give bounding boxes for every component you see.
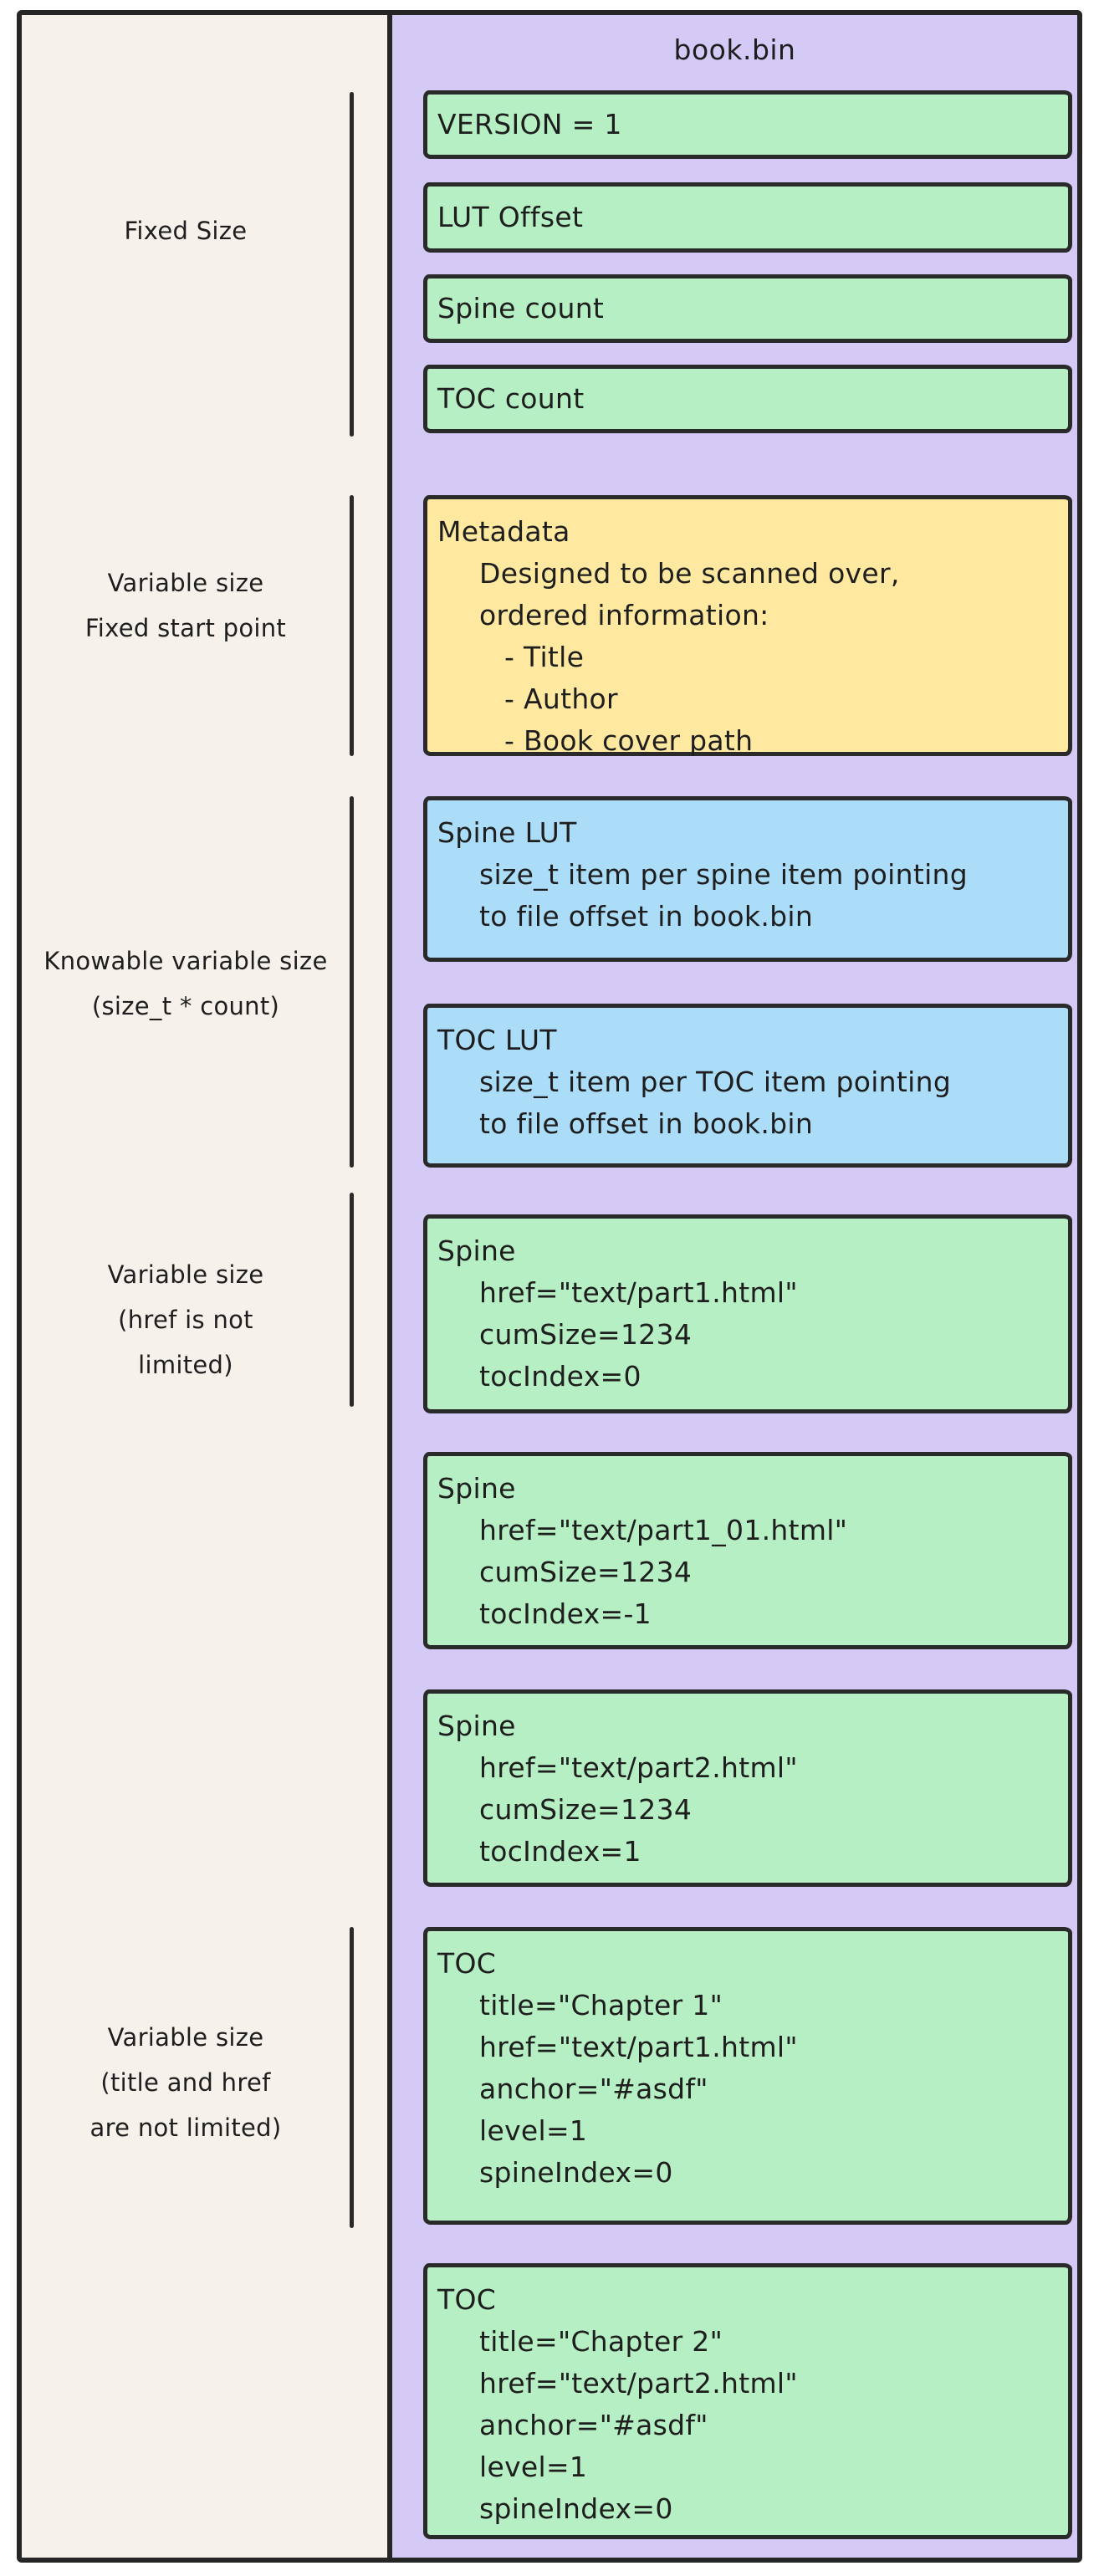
block-line: Spine [437, 1234, 516, 1267]
bracket-line-variable-size-href [350, 1193, 354, 1407]
block-line: Designed to be scanned over, [479, 557, 900, 590]
block-line: VERSION = 1 [437, 108, 622, 141]
block-line: to file offset in book.bin [479, 1107, 814, 1140]
block-line: to file offset in book.bin [479, 900, 814, 933]
block-spine-count: Spine count [423, 274, 1072, 343]
block-line: tocIndex=0 [479, 1360, 641, 1393]
block-line: size_t item per TOC item pointing [479, 1066, 952, 1098]
block-toc-2: TOC title="Chapter 2" href="text/part2.htm… [423, 2263, 1072, 2539]
block-version: VERSION = 1 [423, 90, 1072, 159]
block-line: LUT Offset [437, 201, 584, 233]
block-line: Spine [437, 1472, 516, 1505]
annotation-line: limited) [138, 1351, 233, 1379]
annotation-line: (href is not [118, 1306, 253, 1334]
block-line: anchor="#asdf" [479, 2409, 708, 2441]
block-toc-1: TOC title="Chapter 1" href="text/part1.htm… [423, 1927, 1072, 2225]
block-line: level=1 [479, 2114, 588, 2147]
block-line: tocIndex=1 [479, 1835, 641, 1868]
annotation-line: Variable size [107, 2023, 264, 2052]
block-line: ordered information: [479, 599, 769, 631]
block-line: Spine [437, 1710, 516, 1742]
block-lut-offset: LUT Offset [423, 182, 1072, 253]
annotation-line: are not limited) [89, 2113, 282, 2142]
block-spine-2: Spine href="text/part1_01.html" cumSize=12… [423, 1452, 1072, 1649]
annotation-line: (size_t * count) [91, 992, 280, 1020]
block-line: Spine count [437, 292, 605, 325]
block-line: title="Chapter 1" [479, 1989, 723, 2021]
block-line: href="text/part2.html" [479, 2367, 798, 2400]
block-line: cumSize=1234 [479, 1556, 693, 1588]
bracket-line-knowable-variable-size [350, 796, 354, 1168]
block-line: - Title [504, 641, 585, 673]
block-line: Spine LUT [437, 816, 577, 849]
block-line: spineIndex=0 [479, 2492, 673, 2525]
block-toc-lut: TOC LUT size_t item per TOC item pointing… [423, 1004, 1072, 1168]
block-line: TOC [437, 1947, 497, 1980]
annotation-fixed-size: Fixed Size [28, 208, 343, 253]
block-spine-3: Spine href="text/part2.html" cumSize=1234 t… [423, 1689, 1072, 1887]
annotation-variable-size-title-href: Variable size (title and href are not limi… [28, 2015, 343, 2150]
block-line: tocIndex=-1 [479, 1597, 652, 1630]
block-line: TOC count [437, 382, 585, 415]
annotation-variable-size-href: Variable size (href is not limited) [28, 1252, 343, 1388]
block-line: size_t item per spine item pointing [479, 858, 969, 891]
block-line: Metadata [437, 515, 570, 548]
block-spine-1: Spine href="text/part1.html" cumSize=1234 t… [423, 1214, 1072, 1413]
bracket-line-variable-size-fixed-start [350, 495, 354, 756]
block-line: spineIndex=0 [479, 2156, 673, 2189]
bracket-line-fixed-size [350, 92, 354, 437]
block-line: TOC [437, 2283, 497, 2316]
annotation-line: Fixed Size [124, 217, 248, 245]
block-line: href="text/part1_01.html" [479, 1514, 848, 1546]
annotation-line: Knowable variable size [43, 947, 328, 975]
file-title: book.bin [673, 33, 796, 66]
annotation-line: Variable size [107, 1260, 264, 1289]
block-line: TOC LUT [437, 1024, 557, 1056]
bracket-line-variable-size-title-href [350, 1927, 354, 2228]
block-line: anchor="#asdf" [479, 2073, 708, 2105]
block-line: href="text/part1.html" [479, 1276, 798, 1309]
block-line: href="text/part1.html" [479, 2031, 798, 2063]
block-line: title="Chapter 2" [479, 2325, 723, 2358]
block-line: cumSize=1234 [479, 1793, 693, 1826]
block-line: href="text/part2.html" [479, 1751, 798, 1784]
annotation-line: Variable size [107, 569, 264, 597]
annotation-line: Fixed start point [84, 614, 287, 642]
block-spine-lut: Spine LUT size_t item per spine item poin… [423, 796, 1072, 962]
block-toc-count: TOC count [423, 365, 1072, 433]
annotation-line: (title and href [100, 2068, 271, 2097]
annotation-knowable-variable-size: Knowable variable size (size_t * count) [28, 938, 343, 1029]
block-line: cumSize=1234 [479, 1318, 693, 1351]
block-line: level=1 [479, 2451, 588, 2483]
block-line: - Author [504, 682, 618, 715]
block-line: - Book cover path [504, 724, 754, 757]
